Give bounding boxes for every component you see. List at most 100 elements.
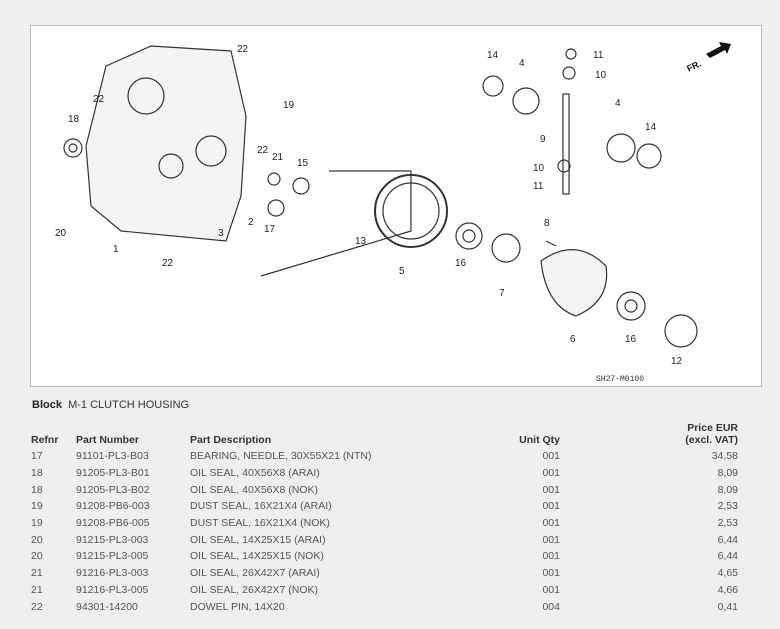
direction-label: FR. xyxy=(685,58,702,73)
cell-description: DUST SEAL, 16X21X4 (NOK) xyxy=(190,517,330,530)
callout-label: 17 xyxy=(264,224,276,235)
callout-label: 14 xyxy=(645,122,657,133)
cell-description: OIL SEAL, 14X25X15 (NOK) xyxy=(190,550,324,563)
final-gear-drawing xyxy=(374,174,448,248)
header-refnr: Refnr xyxy=(31,434,59,446)
cell-part-number: 91205-PL3-B01 xyxy=(76,467,150,480)
callout-label: 21 xyxy=(272,152,284,163)
table-row: 21 91216-PL3-005 OIL SEAL, 26X42X7 (NOK) 00… xyxy=(26,582,743,599)
callout-label: 20 xyxy=(55,228,67,239)
cell-price: 8,09 xyxy=(717,483,738,496)
callout-label: 11 xyxy=(593,50,604,61)
cell-part-number: 91216-PL3-003 xyxy=(76,567,149,580)
callout-label: 18 xyxy=(68,114,80,125)
clutch-housing-drawing xyxy=(85,45,247,242)
cell-part-number: 91101-PL3-B03 xyxy=(76,450,149,463)
cell-price: 6,44 xyxy=(717,550,738,563)
cell-refnr: 19 xyxy=(31,500,43,513)
cell-unit-qty: 001 xyxy=(542,583,560,596)
differential-drawing xyxy=(540,249,608,317)
callout-label: 13 xyxy=(355,236,367,247)
cell-unit-qty: 001 xyxy=(542,500,560,513)
callout-label: 3 xyxy=(218,228,224,239)
cell-unit-qty: 001 xyxy=(542,450,560,463)
cell-refnr: 21 xyxy=(31,583,43,596)
cell-unit-qty: 004 xyxy=(542,600,560,613)
callout-label: 1 xyxy=(113,244,119,255)
cell-part-number: 94301-14200 xyxy=(76,600,138,613)
callout-label: 10 xyxy=(533,163,545,174)
cell-refnr: 22 xyxy=(31,600,43,613)
cell-refnr: 20 xyxy=(31,550,43,563)
cell-part-number: 91215-PL3-003 xyxy=(76,533,149,546)
block-name: M-1 CLUTCH HOUSING xyxy=(68,399,190,411)
callout-label: 5 xyxy=(399,266,405,277)
table-row: 18 91205-PL3-B02 OIL SEAL, 40X56X8 (NOK) 00… xyxy=(26,481,743,498)
callout-label: 16 xyxy=(625,334,637,345)
callout-labels: 2222191822211520132172213516714411109414… xyxy=(55,44,683,367)
callout-label: 7 xyxy=(499,288,505,299)
callout-label: 14 xyxy=(487,50,499,61)
header-description: Part Description xyxy=(190,434,272,446)
cell-price: 4,65 xyxy=(717,567,738,580)
table-row: 21 91216-PL3-003 OIL SEAL, 26X42X7 (ARAI) 0… xyxy=(26,565,743,582)
cell-price: 0,41 xyxy=(717,600,738,613)
block-title: Block M-1 CLUTCH HOUSING xyxy=(32,399,189,411)
cell-price: 2,53 xyxy=(717,500,738,513)
cell-price: 6,44 xyxy=(717,533,738,546)
cell-price: 4,66 xyxy=(717,583,738,596)
cell-description: DUST SEAL, 16X21X4 (ARAI) xyxy=(190,500,332,513)
cell-refnr: 17 xyxy=(31,450,43,463)
cell-unit-qty: 001 xyxy=(542,483,560,496)
cell-unit-qty: 001 xyxy=(542,533,560,546)
cell-part-number: 91215-PL3-005 xyxy=(76,550,149,563)
cell-description: OIL SEAL, 26X42X7 (NOK) xyxy=(190,583,319,596)
cell-unit-qty: 001 xyxy=(542,550,560,563)
cell-part-number: 91208-PB6-005 xyxy=(76,517,150,530)
header-part-number: Part Number xyxy=(76,434,140,446)
callout-label: 22 xyxy=(93,94,105,105)
cell-unit-qty: 001 xyxy=(542,567,560,580)
exploded-view-drawing: 2222191822211520132172213516714411109414… xyxy=(55,42,731,384)
callout-label: 11 xyxy=(533,181,544,192)
cell-description: DOWEL PIN, 14X20 xyxy=(190,600,285,613)
callout-label: 4 xyxy=(519,58,525,69)
cell-price: 34,58 xyxy=(711,450,738,463)
cell-description: OIL SEAL, 14X25X15 (ARAI) xyxy=(190,533,326,546)
cell-price: 2,53 xyxy=(717,517,738,530)
cell-refnr: 19 xyxy=(31,517,43,530)
header-price: Price EUR(excl. VAT) xyxy=(685,422,738,446)
cell-price: 8,09 xyxy=(717,467,738,480)
cell-refnr: 18 xyxy=(31,467,43,480)
table-row: 19 91208-PB6-005 DUST SEAL, 16X21X4 (NOK) 0… xyxy=(26,515,743,532)
cell-part-number: 91205-PL3-B02 xyxy=(76,483,150,496)
callout-label: 9 xyxy=(540,134,546,145)
cell-unit-qty: 001 xyxy=(542,467,560,480)
block-label: Block xyxy=(32,399,62,411)
cell-refnr: 21 xyxy=(31,567,43,580)
cell-part-number: 91208-PB6-003 xyxy=(76,500,150,513)
front-direction-arrow: FR. xyxy=(685,42,731,74)
callout-label: 19 xyxy=(283,100,295,111)
parts-table: Refnr Part Number Part Description Unit … xyxy=(26,416,743,615)
table-row: 20 91215-PL3-005 OIL SEAL, 14X25X15 (NOK) 0… xyxy=(26,548,743,565)
table-row: 20 91215-PL3-003 OIL SEAL, 14X25X15 (ARAI)… xyxy=(26,531,743,548)
callout-label: 8 xyxy=(544,218,550,229)
callout-label: 22 xyxy=(237,44,249,55)
cell-description: OIL SEAL, 26X42X7 (ARAI) xyxy=(190,567,320,580)
callout-label: 6 xyxy=(570,334,576,345)
table-row: 22 94301-14200 DOWEL PIN, 14X20 004 0,41 xyxy=(26,598,743,615)
callout-label: 15 xyxy=(297,158,309,169)
cell-refnr: 18 xyxy=(31,483,43,496)
table-row: 19 91208-PB6-003 DUST SEAL, 16X21X4 (ARAI)… xyxy=(26,498,743,515)
callout-label: 22 xyxy=(162,258,174,269)
cell-refnr: 20 xyxy=(31,533,43,546)
cell-unit-qty: 001 xyxy=(542,517,560,530)
callout-label: 4 xyxy=(615,98,621,109)
cell-part-number: 91216-PL3-005 xyxy=(76,583,149,596)
header-unit-qty: Unit Qty xyxy=(519,434,560,446)
cell-description: OIL SEAL, 40X56X8 (NOK) xyxy=(190,483,319,496)
